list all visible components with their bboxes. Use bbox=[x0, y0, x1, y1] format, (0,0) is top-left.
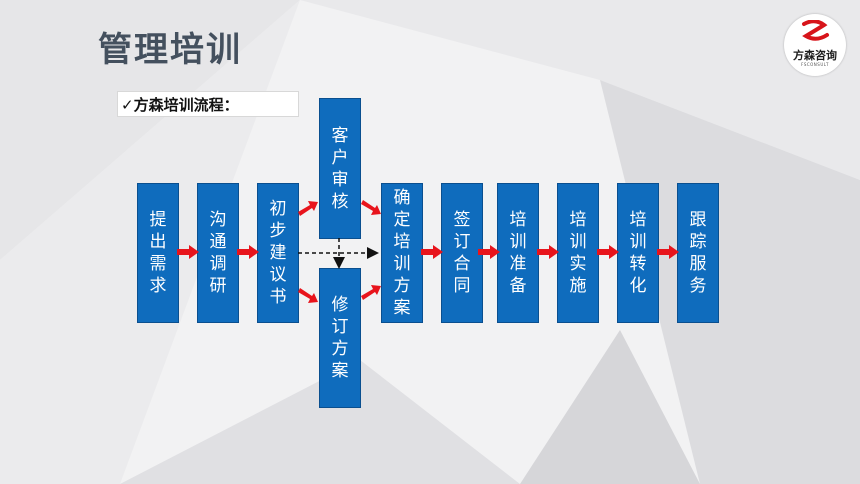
page-title: 管理培训 bbox=[98, 30, 242, 70]
company-logo: 方森咨询 FSCONSULT bbox=[784, 14, 846, 76]
arrow-up-right-icon bbox=[298, 201, 318, 216]
subtitle-text: ✓方森培训流程： bbox=[121, 96, 239, 114]
step-research: 沟通调研 bbox=[197, 183, 239, 323]
logo-name: 方森咨询 bbox=[793, 49, 837, 62]
logo-tagline: FSCONSULT bbox=[801, 62, 829, 67]
arrow-right-icon bbox=[421, 245, 443, 259]
step-label: 初步建议书 bbox=[269, 199, 287, 307]
step-prepare-training: 培训准备 bbox=[497, 183, 539, 323]
step-follow-up: 跟踪服务 bbox=[677, 183, 719, 323]
process-subtitle: ✓方森培训流程： bbox=[117, 91, 299, 117]
arrow-right-icon bbox=[597, 245, 619, 259]
arrow-down-right-icon bbox=[361, 200, 381, 215]
step-proposal: 初步建议书 bbox=[257, 183, 299, 323]
arrow-right-icon bbox=[237, 245, 259, 259]
step-label: 培训实施 bbox=[569, 210, 587, 296]
arrow-down-right-icon bbox=[298, 288, 318, 303]
step-label: 提出需求 bbox=[149, 210, 167, 296]
step-label: 跟踪服务 bbox=[689, 210, 707, 296]
step-label: 客户审核 bbox=[331, 125, 349, 212]
step-label: 修订方案 bbox=[331, 295, 349, 381]
step-revise-plan: 修订方案 bbox=[319, 268, 361, 408]
arrow-right-icon bbox=[478, 245, 500, 259]
logo-mark-icon bbox=[802, 20, 829, 41]
arrow-up-right-icon bbox=[361, 285, 381, 300]
step-label: 培训转化 bbox=[629, 210, 647, 296]
step-client-review: 客户审核 bbox=[319, 98, 361, 239]
step-label: 培训准备 bbox=[509, 210, 527, 296]
arrow-right-icon bbox=[657, 245, 679, 259]
arrow-right-icon bbox=[537, 245, 559, 259]
step-deliver-training: 培训实施 bbox=[557, 183, 599, 323]
arrow-right-icon bbox=[177, 245, 199, 259]
step-label: 沟通调研 bbox=[209, 210, 227, 296]
step-confirm-plan: 确定培训方案 bbox=[381, 183, 423, 323]
step-label: 签订合同 bbox=[453, 210, 471, 296]
step-label: 确定培训方案 bbox=[393, 188, 411, 318]
